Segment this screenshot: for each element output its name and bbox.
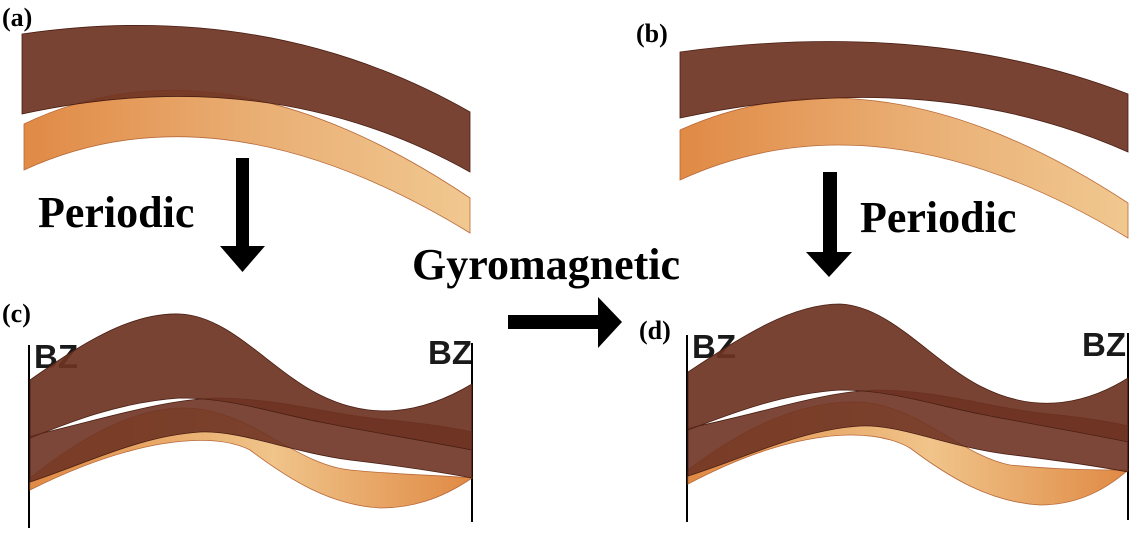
arrow-shaft <box>236 158 249 250</box>
panel-d-label: (d) <box>639 316 671 345</box>
arrow-shaft <box>823 172 837 256</box>
panel-d: (d) BZ BZ <box>639 303 1130 522</box>
panel-b-upper-band <box>679 41 1129 153</box>
gyromagnetic-arrow: Gyromagnetic <box>412 240 680 348</box>
panel-d-upper-band <box>687 303 1129 443</box>
arrow-head <box>598 297 622 348</box>
periodic-label-right: Periodic <box>860 193 1016 242</box>
periodic-label-left: Periodic <box>38 188 194 237</box>
gyromagnetic-label: Gyromagnetic <box>412 240 680 289</box>
panel-b: (b) <box>636 19 1129 239</box>
panel-a: (a) <box>2 3 471 234</box>
panel-a-label: (a) <box>2 3 32 32</box>
panel-b-label: (b) <box>636 19 668 48</box>
panel-c-bz-right: BZ <box>428 334 472 371</box>
periodic-arrow-right: Periodic <box>806 172 1016 277</box>
arrow-head <box>806 252 852 277</box>
panel-c-upper-band <box>29 313 473 451</box>
periodic-arrow-left: Periodic <box>38 158 265 272</box>
panel-d-bz-right: BZ <box>1082 326 1126 363</box>
panel-c-label: (c) <box>2 299 31 328</box>
panel-c: (c) BZ BZ <box>2 299 474 528</box>
arrow-shaft <box>508 315 603 329</box>
panel-a-upper-band <box>21 24 471 173</box>
arrow-head <box>220 246 265 272</box>
